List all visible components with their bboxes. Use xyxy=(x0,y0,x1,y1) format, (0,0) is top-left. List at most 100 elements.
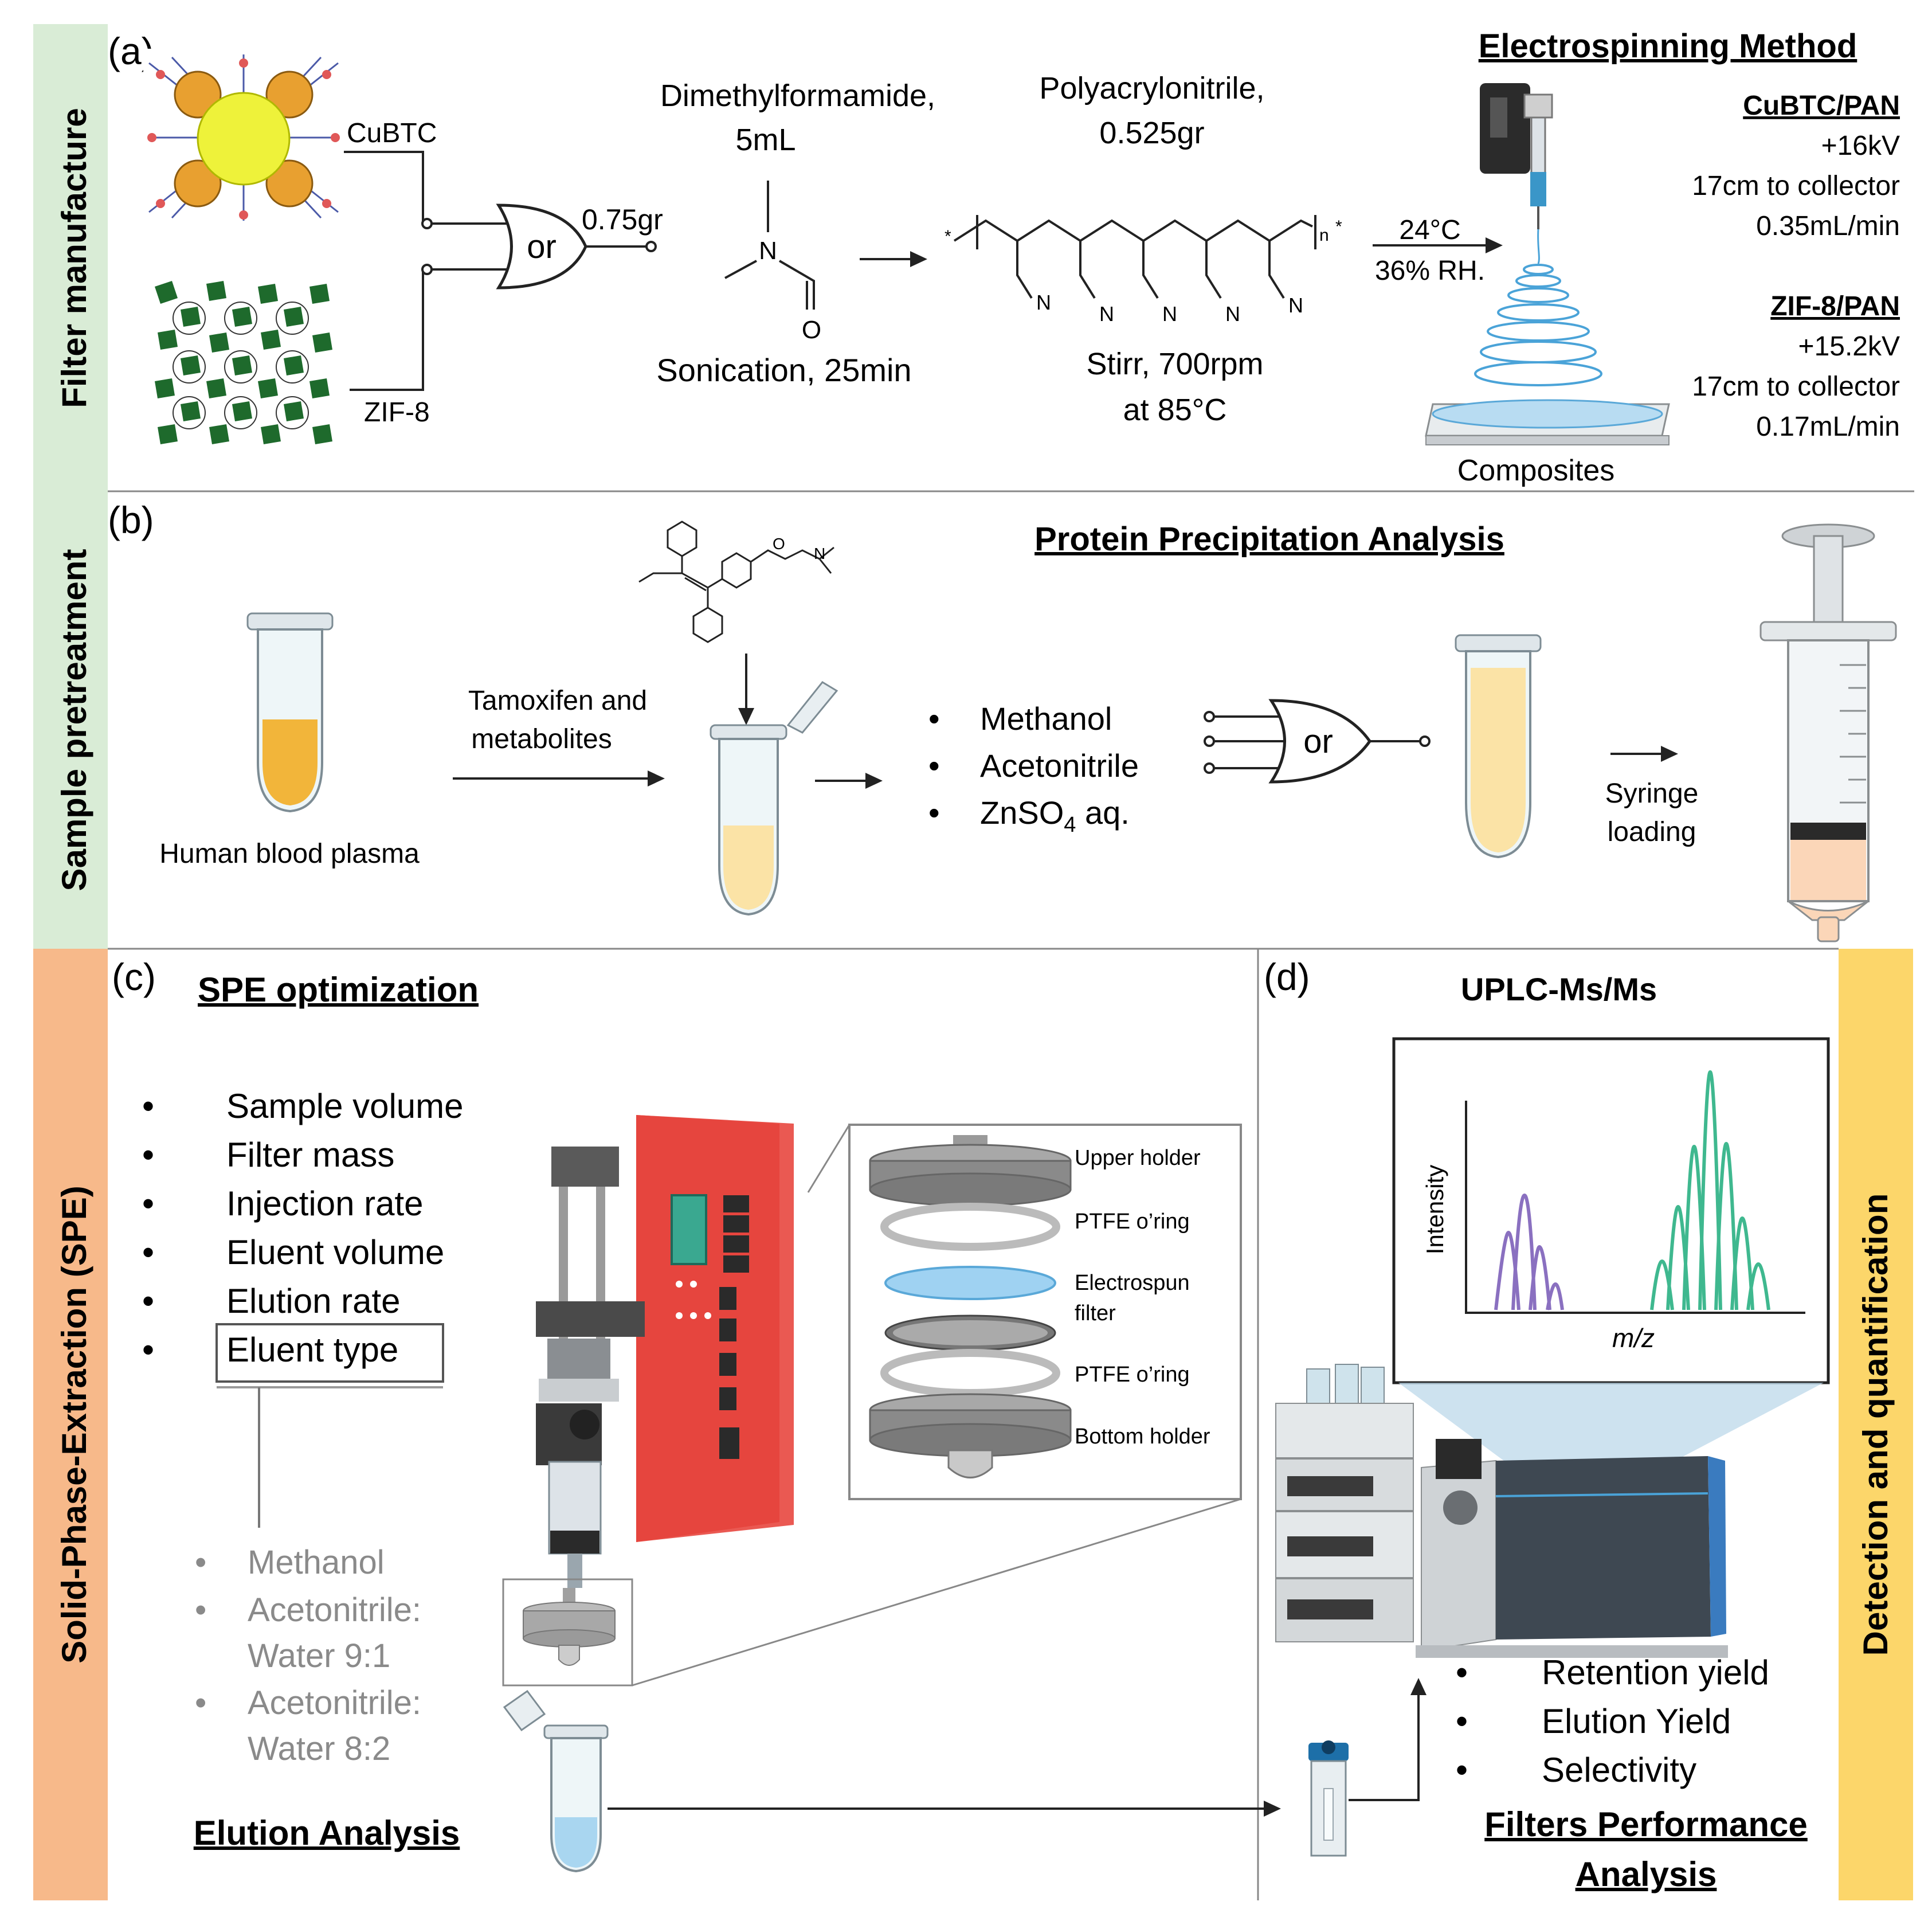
or-gate-a-label: or xyxy=(527,228,557,265)
param-injection-rate: Injection rate xyxy=(226,1184,424,1223)
result-bullet-3: • xyxy=(1456,1751,1468,1789)
eluent-acn-2: Acetonitrile: xyxy=(248,1684,421,1722)
syringe-label-1: Syringe xyxy=(1605,778,1699,809)
wire-node-2 xyxy=(421,264,433,275)
or-gate-b xyxy=(1268,699,1372,784)
band-b xyxy=(33,491,108,949)
arrow-a2 xyxy=(1486,237,1503,253)
zif-pan-voltage: +15.2kV xyxy=(1798,331,1900,362)
cubtc-pan-distance: 17cm to collector xyxy=(1692,171,1900,201)
panel-label-d: (d) xyxy=(1264,956,1310,998)
side-label-d: Detection and quantification xyxy=(1856,1194,1895,1656)
solvent-znso4: ZnSO4 aq. xyxy=(980,795,1130,837)
result-bullet-2: • xyxy=(1456,1702,1468,1740)
pan-label-1: Polyacrylonitrile, xyxy=(1039,71,1264,105)
eluent-water-82: Water 8:2 xyxy=(248,1730,390,1767)
tamoxifen-label-1: Tamoxifen and xyxy=(468,686,647,716)
plasma-tube-image xyxy=(246,612,334,813)
band-d xyxy=(1839,949,1913,1900)
param-bullet-3: • xyxy=(142,1184,154,1223)
syringe-pump-image xyxy=(536,1115,794,1588)
param-bullet-1: • xyxy=(142,1087,154,1125)
zif-pan-title: ZIF-8/PAN xyxy=(1770,291,1900,322)
spectrum-x-axis: m/z xyxy=(1612,1323,1655,1353)
solvent-bullet-1: • xyxy=(928,701,940,737)
dmf-label-2: 5mL xyxy=(735,123,795,157)
svg-text:N: N xyxy=(1225,302,1240,326)
zif-pan-distance: 17cm to collector xyxy=(1692,371,1900,402)
or-gate-b-input-2 xyxy=(1204,735,1215,747)
svg-text:n: n xyxy=(1319,226,1329,245)
filter-holder-exploded xyxy=(869,1135,1072,1478)
eluent-bullet-3: • xyxy=(195,1684,206,1722)
holder-oring-1: PTFE o’ring xyxy=(1075,1210,1190,1234)
arrow-d-up xyxy=(1410,1678,1427,1695)
param-bullet-6: • xyxy=(142,1331,154,1369)
filters-performance-title-2: Analysis xyxy=(1576,1855,1717,1893)
purple-peaks xyxy=(1494,1194,1564,1310)
side-label-c: Solid-Phase-Extraction (SPE) xyxy=(55,1186,93,1664)
panel-label-b: (b) xyxy=(108,499,154,541)
result-retention: Retention yield xyxy=(1542,1653,1769,1692)
elution-analysis-title: Elution Analysis xyxy=(194,1814,460,1852)
param-bullet-5: • xyxy=(142,1282,154,1320)
svg-text:N: N xyxy=(1288,294,1303,317)
svg-text:*: * xyxy=(945,227,951,246)
humidity-label: 36% RH. xyxy=(1375,256,1485,286)
eluent-methanol: Methanol xyxy=(248,1544,385,1581)
or-gate-a xyxy=(496,204,587,289)
tamoxifen-label-2: metabolites xyxy=(471,724,612,754)
arrow-b-down xyxy=(738,708,754,725)
arrow-b3 xyxy=(1661,746,1678,762)
electrospinning-apparatus xyxy=(1425,83,1670,445)
spectrum-box xyxy=(1392,1037,1830,1384)
param-elution-rate: Elution rate xyxy=(226,1282,401,1320)
band-c xyxy=(33,949,108,1900)
zoom-box xyxy=(502,1578,633,1687)
or-gate-a-output xyxy=(645,241,657,252)
protein-precipitation-title: Protein Precipitation Analysis xyxy=(1034,521,1504,558)
solvent-acetonitrile: Acetonitrile xyxy=(980,748,1139,784)
svg-text:N: N xyxy=(1036,291,1051,314)
temperature-label: 24°C xyxy=(1399,215,1460,245)
zif8-label: ZIF-8 xyxy=(364,397,430,428)
arrow-c-to-d xyxy=(1264,1801,1281,1817)
collection-tube-image xyxy=(503,1689,609,1873)
wire-node-1 xyxy=(421,218,433,229)
param-eluent-type: Eluent type xyxy=(226,1331,398,1369)
or-gate-b-output xyxy=(1419,735,1431,747)
solvent-methanol: Methanol xyxy=(980,701,1112,737)
eluent-bullet-2: • xyxy=(195,1591,206,1629)
svg-text:N: N xyxy=(1099,302,1114,326)
holder-upper: Upper holder xyxy=(1075,1146,1201,1170)
spectrum-y-axis: Intensity xyxy=(1421,1165,1448,1254)
svg-text:*: * xyxy=(1335,217,1342,236)
or-gate-wires-a xyxy=(344,151,424,391)
tamoxifen-structure xyxy=(638,521,834,643)
composites-label: Composites xyxy=(1457,454,1615,487)
result-elution: Elution Yield xyxy=(1542,1702,1731,1740)
spectrum-axes xyxy=(1465,1101,1805,1314)
sonication-label: Sonication, 25min xyxy=(656,352,911,388)
pan-label-2: 0.525gr xyxy=(1099,116,1204,150)
uplc-instrument-image xyxy=(1275,1364,1728,1658)
param-bullet-4: • xyxy=(142,1233,154,1271)
cubtc-label: CuBTC xyxy=(347,118,437,148)
param-sample-volume: Sample volume xyxy=(226,1087,464,1125)
param-bullet-2: • xyxy=(142,1136,154,1174)
spe-optimization-title: SPE optimization xyxy=(198,971,479,1009)
eluent-type-box xyxy=(215,1323,444,1383)
cubtc-pan-voltage: +16kV xyxy=(1821,131,1900,161)
zif8-crystal-image xyxy=(148,275,340,453)
cubtc-pan-flow: 0.35mL/min xyxy=(1756,211,1900,241)
holder-electrospun: Electrospun xyxy=(1075,1271,1190,1295)
sample-vial-image xyxy=(1308,1740,1349,1857)
solvent-bullet-3: • xyxy=(928,795,940,831)
eluent-bullet-1: • xyxy=(195,1544,206,1581)
dmf-o-atom: O xyxy=(802,316,821,344)
stir-label-2: at 85°C xyxy=(1123,393,1227,427)
cubtc-crystal-image xyxy=(143,49,341,221)
plasma-label: Human blood plasma xyxy=(159,839,420,869)
mini-filter-holder xyxy=(523,1588,616,1666)
